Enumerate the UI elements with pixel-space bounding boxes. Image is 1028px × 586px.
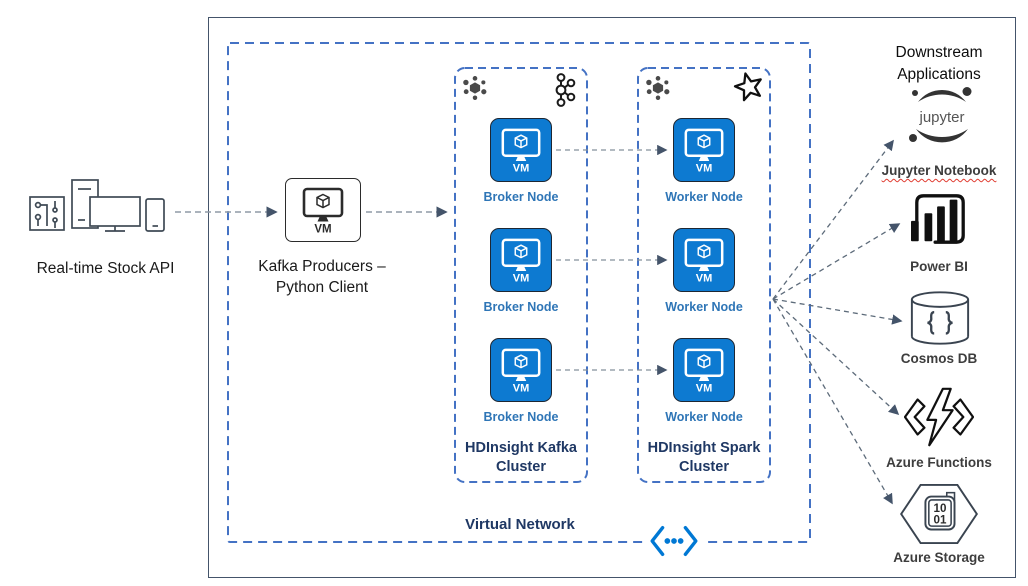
- power-bi-label: Power BI: [910, 259, 968, 274]
- outer-boundary-box: [208, 17, 1016, 578]
- jupyter-logo-text: jupyter: [918, 109, 964, 126]
- downstream-title: Downstream Applications: [895, 44, 983, 83]
- hdinsight-icon: [645, 75, 671, 101]
- worker-node: [673, 228, 735, 292]
- worker-node-label: Worker Node: [665, 190, 743, 204]
- kafka-icon: [555, 73, 576, 107]
- vm-icon: [498, 128, 544, 173]
- azure-functions-icon: [904, 387, 974, 447]
- azure-storage-label: Azure Storage: [893, 550, 985, 565]
- virtual-network-icon: [645, 521, 703, 561]
- broker-node-label: Broker Node: [483, 300, 559, 314]
- jupyter-logo-icon: jupyter: [909, 87, 972, 143]
- power-bi-icon: [911, 194, 965, 244]
- cosmos-db-icon: [910, 291, 970, 345]
- vm-icon: [498, 348, 544, 393]
- azure-functions-label: Azure Functions: [886, 455, 992, 470]
- producer-label: Kafka Producers – Python Client: [258, 258, 386, 296]
- vm-icon: [681, 348, 727, 393]
- azure-storage-icon: 10 01: [900, 483, 978, 545]
- kafka-cluster-title: HDInsight Kafka Cluster: [465, 440, 577, 475]
- broker-node: [490, 118, 552, 182]
- broker-node-label: Broker Node: [483, 190, 559, 204]
- producer-node: [285, 178, 361, 242]
- vm-icon: [498, 238, 544, 283]
- worker-node-label: Worker Node: [665, 300, 743, 314]
- jupyter-notebook-label: Jupyter Notebook: [881, 163, 997, 178]
- spark-icon: [733, 72, 762, 102]
- stock-api-devices-icon: [29, 179, 165, 232]
- storage-binary-line1: 10: [934, 502, 947, 515]
- hdinsight-icon: [462, 75, 488, 101]
- broker-node: [490, 338, 552, 402]
- worker-node-label: Worker Node: [665, 410, 743, 424]
- vm-icon: [681, 128, 727, 173]
- worker-node: [673, 338, 735, 402]
- source-label: Real-time Stock API: [36, 260, 175, 277]
- storage-binary-line2: 01: [934, 514, 947, 527]
- cosmos-db-label: Cosmos DB: [900, 351, 978, 366]
- broker-node: [490, 228, 552, 292]
- vm-icon: [299, 187, 347, 234]
- broker-node-label: Broker Node: [483, 410, 559, 424]
- worker-node: [673, 118, 735, 182]
- vm-icon: [681, 238, 727, 283]
- virtual-network-label: Virtual Network: [465, 516, 575, 533]
- spark-cluster-title: HDInsight Spark Cluster: [647, 440, 761, 475]
